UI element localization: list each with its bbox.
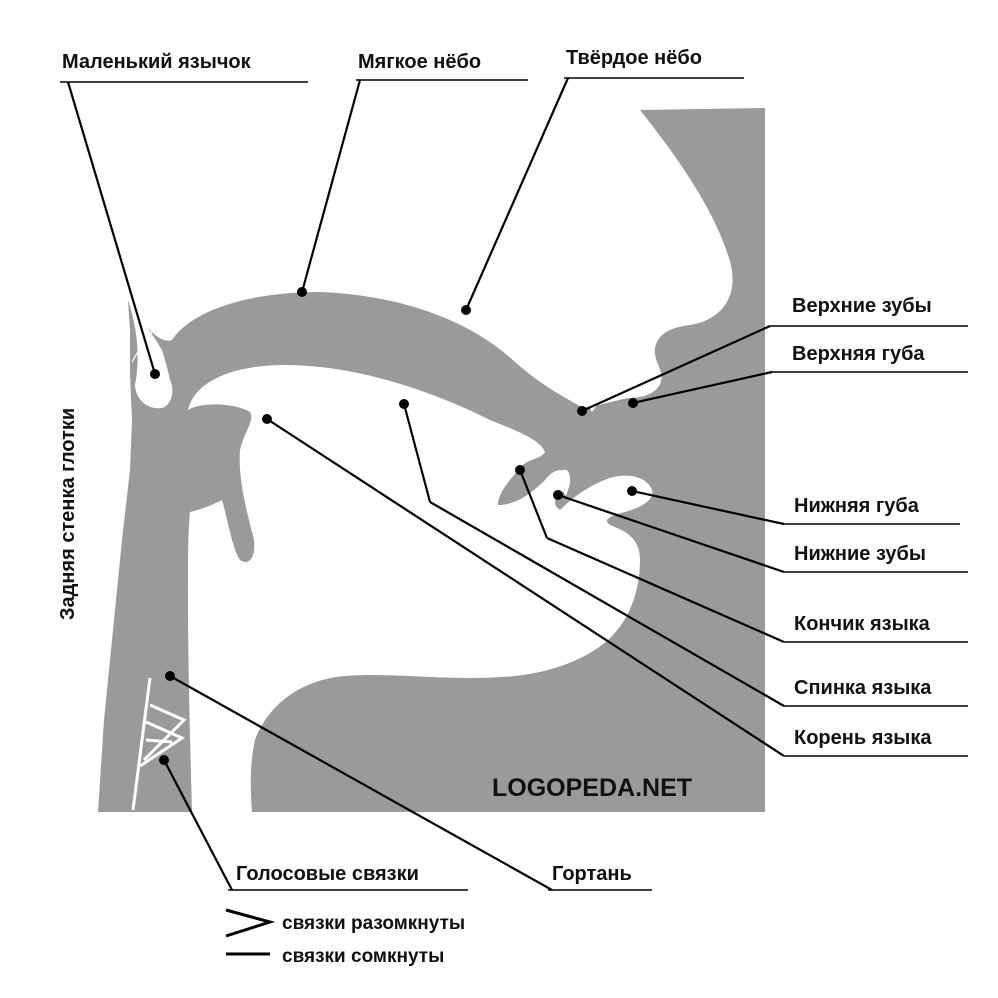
oral-cavity xyxy=(188,365,653,812)
label-tongue-back: Спинка языка xyxy=(794,677,932,699)
label-tongue-tip: Кончик языка xyxy=(794,613,931,635)
labels: Маленький язычок Мягкое нёбо Твёрдое нёб… xyxy=(57,47,932,885)
air-spaces xyxy=(128,0,765,812)
label-hard-palate: Твёрдое нёбо xyxy=(566,47,702,69)
leaders xyxy=(60,77,968,891)
pharynx-thin-line xyxy=(121,304,131,386)
label-uvula: Маленький язычок xyxy=(62,51,252,73)
label-upper-lip: Верхняя губа xyxy=(792,343,925,365)
legend-open-label: связки разомкнуты xyxy=(282,913,465,934)
legend: связки разомкнуты связки сомкнуты xyxy=(225,908,465,967)
label-tongue-root: Корень языка xyxy=(794,727,932,749)
vocal-cords-drawing xyxy=(131,677,187,811)
label-soft-palate: Мягкое нёбо xyxy=(358,51,481,73)
label-upper-teeth: Верхние зубы xyxy=(792,295,932,317)
label-vocal-cords: Голосовые связки xyxy=(236,863,419,885)
label-lower-teeth: Нижние зубы xyxy=(794,543,926,565)
label-larynx: Гортань xyxy=(552,863,632,885)
label-lower-lip: Нижняя губа xyxy=(794,495,920,517)
watermark: LOGOPEDA.NET xyxy=(492,774,692,802)
legend-open-icon xyxy=(225,908,276,938)
legend-closed-label: связки сомкнуты xyxy=(282,946,444,967)
lower-teeth-shape xyxy=(560,469,571,496)
face-margin xyxy=(640,0,765,108)
label-pharynx-wall: Задняя стенка глотки xyxy=(57,408,79,620)
